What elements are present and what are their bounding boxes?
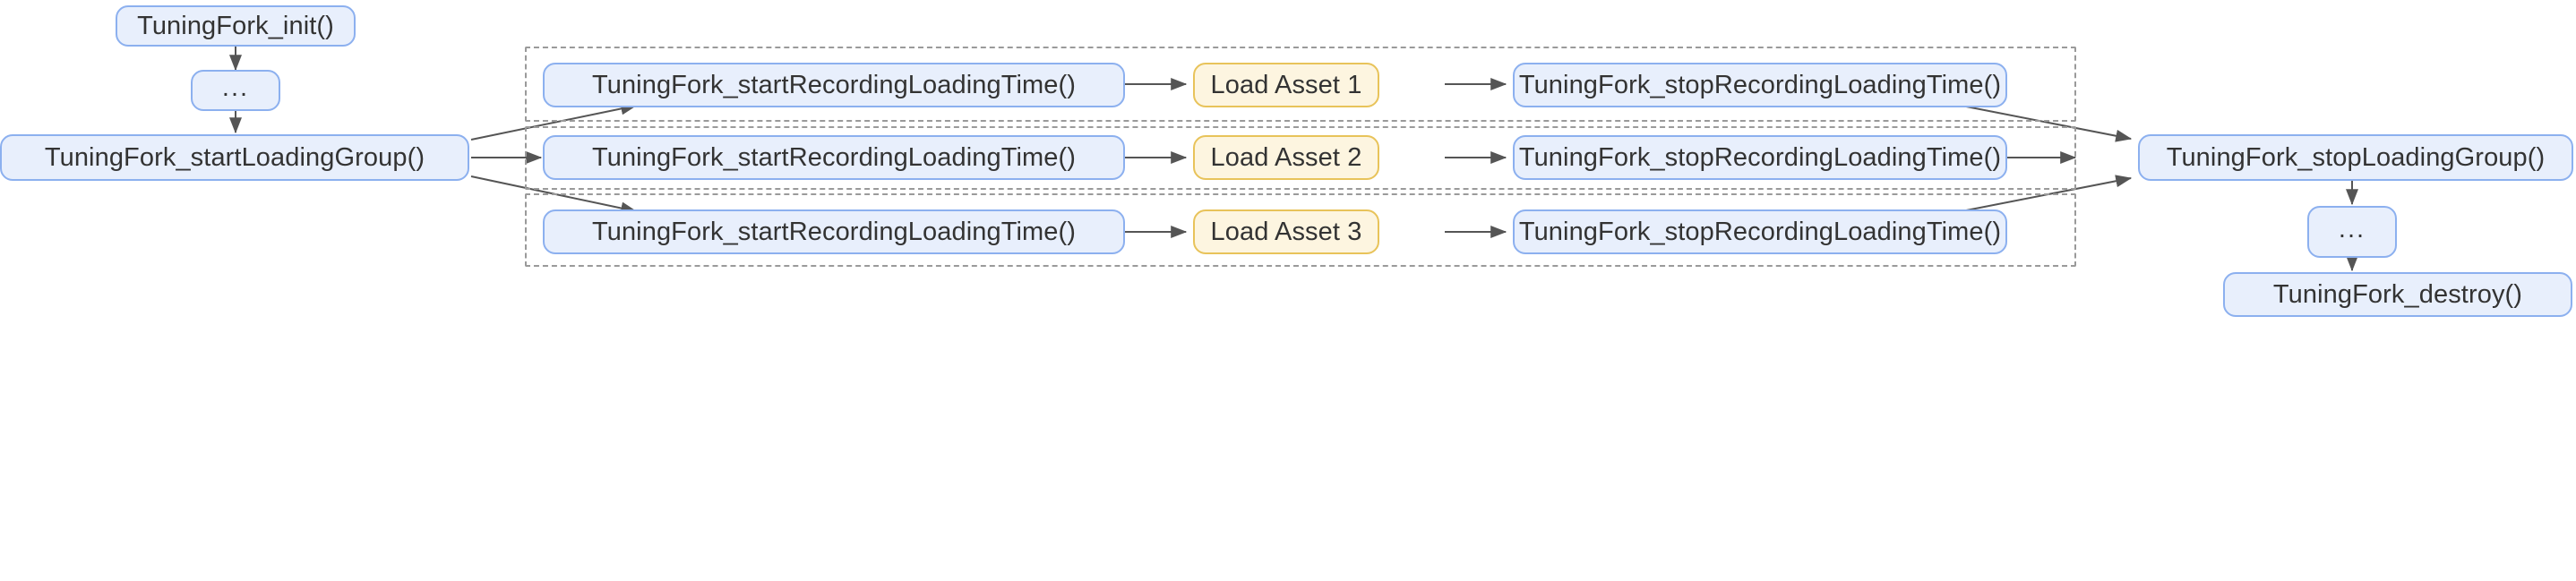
node-row3-stop-recording[interactable]: TuningFork_stopRecordingLoadingTime(): [1513, 209, 2007, 254]
node-label: TuningFork_startLoadingGroup(): [44, 142, 425, 172]
node-start-loading-group[interactable]: TuningFork_startLoadingGroup(): [0, 134, 469, 181]
node-row2-load-asset[interactable]: Load Asset 2: [1193, 135, 1379, 180]
node-label: ...: [2338, 214, 2366, 244]
node-row1-stop-recording[interactable]: TuningFork_stopRecordingLoadingTime(): [1513, 63, 2007, 107]
node-label: TuningFork_stopRecordingLoadingTime(): [1518, 142, 2002, 172]
node-stop-loading-group[interactable]: TuningFork_stopLoadingGroup(): [2138, 134, 2573, 181]
node-label: ...: [221, 73, 250, 102]
node-label: TuningFork_stopRecordingLoadingTime(): [1518, 217, 2002, 246]
node-label: TuningFork_startRecordingLoadingTime(): [591, 217, 1076, 246]
node-label: Load Asset 2: [1210, 142, 1362, 172]
node-row3-load-asset[interactable]: Load Asset 3: [1193, 209, 1379, 254]
node-label: Load Asset 1: [1210, 70, 1362, 99]
node-ellipsis-top[interactable]: ...: [191, 70, 280, 111]
group-box-row-3: [525, 193, 2076, 267]
node-row1-start-recording[interactable]: TuningFork_startRecordingLoadingTime(): [543, 63, 1125, 107]
node-tuningfork-destroy[interactable]: TuningFork_destroy(): [2223, 272, 2572, 317]
node-label: Load Asset 3: [1210, 217, 1362, 246]
node-label: TuningFork_init(): [137, 11, 334, 40]
group-box-row-2: [525, 126, 2076, 190]
node-label: TuningFork_startRecordingLoadingTime(): [591, 70, 1076, 99]
node-row2-start-recording[interactable]: TuningFork_startRecordingLoadingTime(): [543, 135, 1125, 180]
node-label: TuningFork_stopLoadingGroup(): [2166, 142, 2546, 172]
group-box-row-1: [525, 47, 2076, 122]
node-row3-start-recording[interactable]: TuningFork_startRecordingLoadingTime(): [543, 209, 1125, 254]
node-label: TuningFork_destroy(): [2272, 279, 2523, 309]
node-ellipsis-bottom[interactable]: ...: [2307, 206, 2397, 258]
node-label: TuningFork_startRecordingLoadingTime(): [591, 142, 1076, 172]
node-row1-load-asset[interactable]: Load Asset 1: [1193, 63, 1379, 107]
node-label: TuningFork_stopRecordingLoadingTime(): [1518, 70, 2002, 99]
node-tuningfork-init[interactable]: TuningFork_init(): [116, 5, 356, 47]
node-row2-stop-recording[interactable]: TuningFork_stopRecordingLoadingTime(): [1513, 135, 2007, 180]
